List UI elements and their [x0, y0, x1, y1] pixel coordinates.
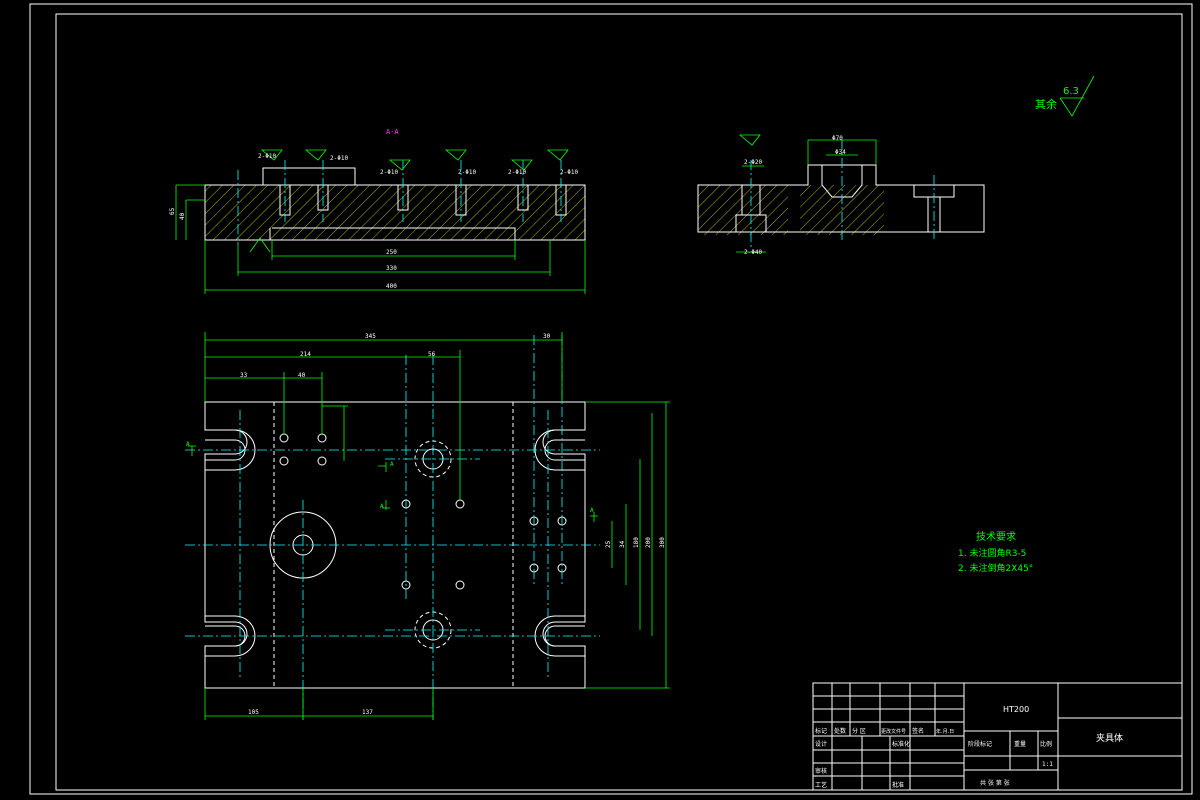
svg-text:A: A — [390, 461, 394, 468]
scale-value: 1:1 — [1042, 761, 1053, 768]
title-block-grid — [813, 683, 1182, 790]
side-outline — [697, 164, 985, 233]
roughness-value: 6.3 — [1063, 86, 1079, 97]
row-label-process: 工艺 — [815, 781, 827, 789]
dim-65: 65 — [169, 207, 176, 215]
roughness-check-icon — [1059, 75, 1095, 117]
dim-250: 250 — [386, 249, 397, 256]
dim-56: 56 — [428, 351, 436, 358]
side-dim-lines — [736, 134, 858, 253]
inner-frame — [55, 13, 1183, 791]
dim-2-phi40: 2-Φ40 — [744, 249, 762, 256]
title-block: HT200 夹具体 1:1 标记 设计 审核 工艺 处数 分 区 更改文件号 签… — [812, 682, 1183, 791]
dim-40: 40 — [298, 372, 306, 379]
header-date: 年.月.日 — [936, 728, 954, 735]
dim-25: 25 — [605, 540, 612, 548]
callout-5: 2-Φ10 — [508, 169, 526, 176]
technical-requirements: 技术要求 1. 未注圆角R3-5 2. 未注倒角2X45° — [958, 530, 1033, 574]
plan-view: 345 214 56 30 33 40 25 34 180 200 300 10… — [185, 332, 670, 720]
callout-2: 2-Φ10 — [330, 155, 348, 162]
tech-item-1: 1. 未注圆角R3-5 — [958, 547, 1026, 559]
callout-4: 2-Φ10 — [458, 169, 476, 176]
dim-30: 30 — [543, 333, 551, 340]
dim-2-phi20: 2-Φ20 — [744, 159, 762, 166]
label-weight: 重量 — [1014, 740, 1026, 748]
callout-3: 2-Φ10 — [380, 169, 398, 176]
callout-1: 2-Φ10 — [258, 153, 276, 160]
label-approve: 批准 — [892, 781, 904, 789]
label-scale: 比例 — [1040, 740, 1052, 748]
plan-centerlines — [185, 335, 600, 720]
dim-330: 330 — [386, 265, 397, 272]
dim-40: 40 — [179, 212, 186, 220]
label-standardize: 标准化 — [892, 740, 910, 748]
dim-180: 180 — [633, 537, 640, 548]
front-section-view: A-A 250 330 — [169, 128, 586, 294]
dim-137: 137 — [362, 709, 373, 716]
dim-34: 34 — [619, 540, 626, 548]
front-centerlines — [237, 160, 562, 245]
part-name: 夹具体 — [1096, 732, 1123, 744]
row-label-review: 审核 — [815, 767, 827, 775]
material-label: HT200 — [1003, 705, 1029, 714]
side-section-view: Φ70 Φ34 2-Φ20 2-Φ40 — [697, 134, 985, 256]
outer-frame — [29, 3, 1193, 795]
dim-214: 214 — [300, 351, 311, 358]
sheet-info: 共 张 第 张 — [980, 779, 1010, 787]
header-change-doc: 更改文件号 — [881, 728, 906, 735]
svg-text:A: A — [590, 507, 594, 514]
dim-105: 105 — [248, 709, 259, 716]
row-label-design: 设计 — [815, 740, 827, 748]
label-stage: 阶段标记 — [968, 740, 992, 748]
callout-6: 2-Φ10 — [560, 169, 578, 176]
dim-400: 400 — [386, 283, 397, 290]
section-markers: A A A A — [186, 441, 598, 522]
raised-boss — [262, 167, 356, 185]
svg-text:A: A — [380, 503, 384, 510]
roughness-symbol: 其余 6.3 — [1035, 75, 1095, 117]
side-hatch-left — [698, 185, 788, 235]
tech-item-2: 2. 未注倒角2X45° — [958, 562, 1033, 574]
dim-phi34: Φ34 — [835, 149, 846, 156]
svg-text:A: A — [186, 441, 190, 448]
plan-dim-lines — [204, 332, 670, 720]
side-centerlines — [750, 140, 935, 250]
dim-33: 33 — [240, 372, 248, 379]
side-hatch-mid — [800, 185, 884, 235]
row-label-mark: 标记 — [815, 727, 827, 735]
slot-cutouts — [205, 429, 585, 657]
header-zone: 分 区 — [852, 727, 866, 735]
tech-title: 技术要求 — [976, 530, 1016, 543]
roughness-prefix: 其余 — [1035, 97, 1057, 111]
dim-345: 345 — [365, 333, 376, 340]
dim-300: 300 — [659, 537, 666, 548]
section-label: A-A — [386, 128, 399, 136]
dim-200: 200 — [645, 537, 652, 548]
dim-phi70: Φ70 — [832, 135, 843, 142]
section-hatch — [205, 185, 585, 240]
header-sign: 签名 — [912, 727, 924, 735]
bottom-recess — [269, 227, 516, 240]
header-count: 处数 — [834, 727, 846, 735]
front-dimension-lines — [175, 149, 586, 294]
